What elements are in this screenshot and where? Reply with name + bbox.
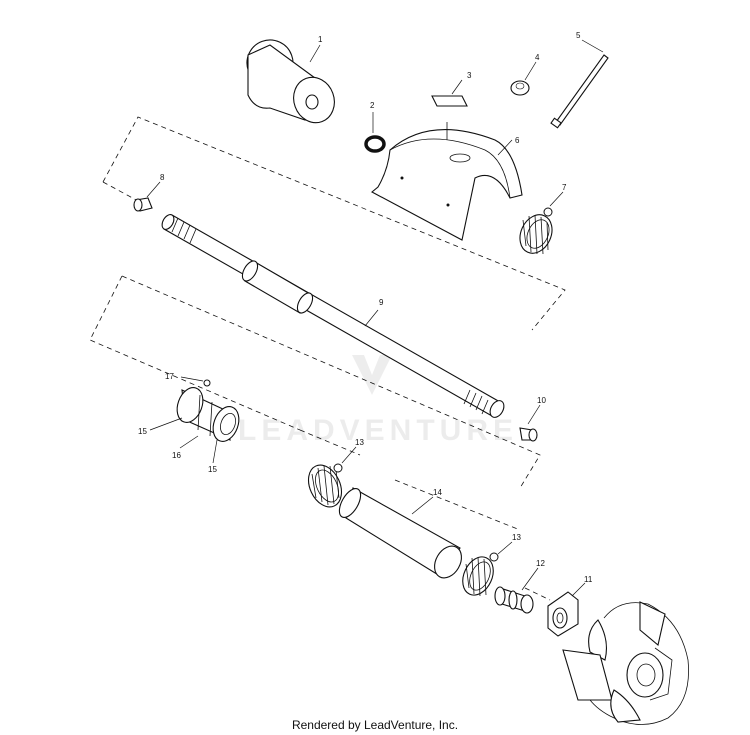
callout-6: 6: [515, 136, 520, 145]
callout-16: 16: [172, 451, 181, 460]
callout-10: 10: [537, 396, 546, 405]
assembly-dashed-lines: [89, 116, 566, 601]
part-11-bearing-flange[interactable]: [547, 582, 586, 637]
callout-7: 7: [562, 183, 567, 192]
callout-5: 5: [576, 31, 581, 40]
callout-15-left: 15: [138, 427, 147, 436]
callout-4: 4: [535, 53, 540, 62]
callout-9: 9: [379, 298, 384, 307]
part-2-o-ring[interactable]: [364, 112, 386, 153]
part-12-fitting[interactable]: [494, 567, 539, 614]
callout-2: 2: [370, 101, 375, 110]
part-16-bearing-housing[interactable]: [173, 384, 244, 445]
part-13-hose-clamp-lower[interactable]: [457, 541, 513, 600]
part-7-hose-clamp[interactable]: [514, 191, 564, 258]
part-13-hose-clamp-upper[interactable]: [302, 446, 357, 512]
callout-14: 14: [433, 488, 442, 497]
part-15-bearings[interactable]: [149, 417, 218, 464]
part-8-bolt[interactable]: [133, 181, 161, 212]
part-9-drive-shaft[interactable]: [160, 213, 507, 420]
callout-8: 8: [160, 173, 165, 182]
fan-impeller: [562, 601, 689, 725]
part-17-grease-fitting[interactable]: [180, 376, 211, 387]
part-4-nut[interactable]: [510, 61, 537, 96]
callout-13-upper: 13: [355, 438, 364, 447]
callout-15-bottom: 15: [208, 465, 217, 474]
callout-12: 12: [536, 559, 545, 568]
callout-13-lower: 13: [512, 533, 521, 542]
part-14-sleeve-tube[interactable]: [335, 485, 467, 583]
leadventure-watermark: LEADVENTURE: [238, 355, 518, 447]
callout-labels: 1 2 3 4 5 6 7 8 9 10 11 12 13 13 14 15 1…: [138, 31, 593, 584]
part-5-rod[interactable]: [550, 39, 609, 129]
footer-credit: Rendered by LeadVenture, Inc.: [291, 718, 459, 732]
part-6-guard-cover[interactable]: [371, 122, 523, 241]
watermark-text: LEADVENTURE: [238, 414, 518, 447]
part-1-filter-cylinder[interactable]: [241, 34, 341, 129]
callout-3: 3: [467, 71, 472, 80]
part-3-label[interactable]: [431, 79, 468, 107]
callout-1: 1: [318, 35, 323, 44]
part-10-bolt[interactable]: [519, 404, 541, 442]
callout-17: 17: [165, 372, 174, 381]
callout-11: 11: [584, 575, 593, 584]
